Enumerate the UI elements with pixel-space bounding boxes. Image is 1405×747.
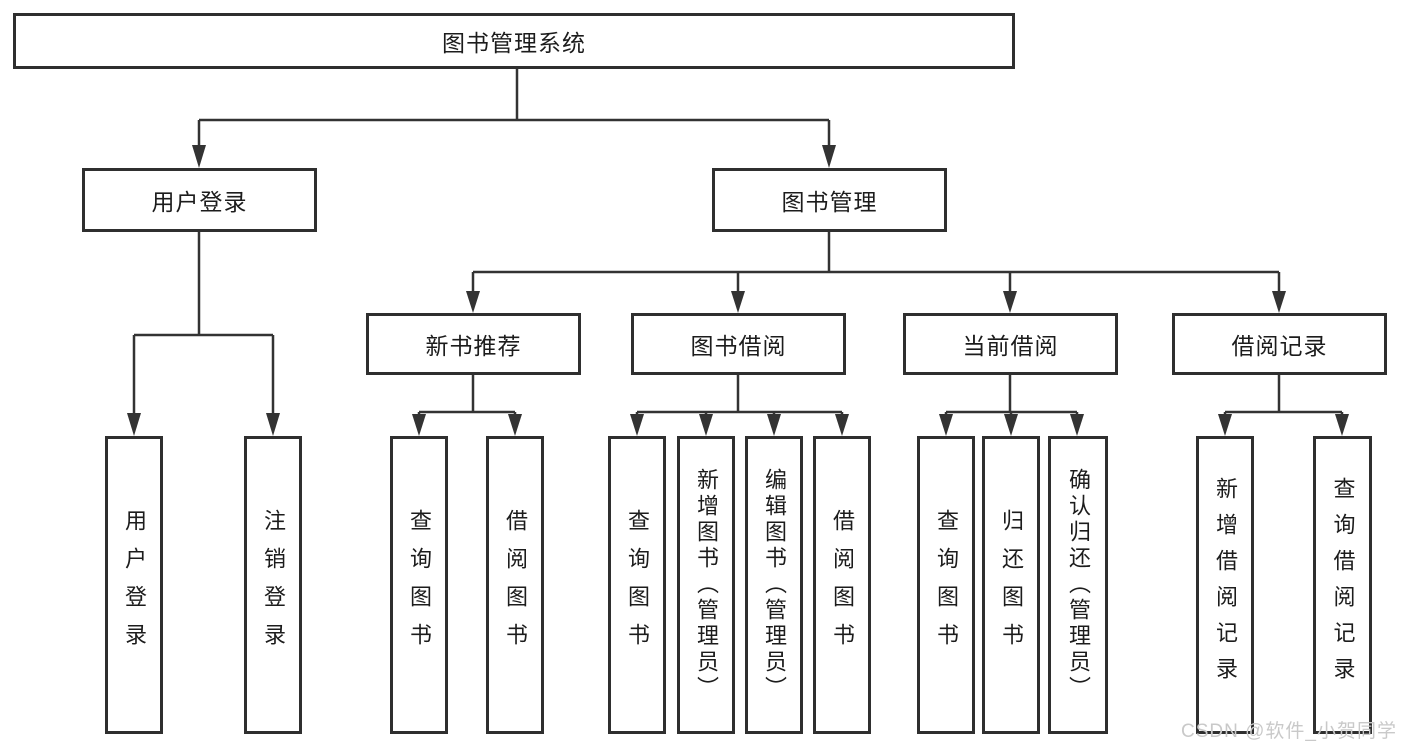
- leaf-borrow-books: 借阅图书: [813, 436, 871, 734]
- node-current-borrow: 当前借阅: [903, 313, 1118, 375]
- book-borrow-connector: [630, 375, 849, 436]
- node-borrow-record: 借阅记录: [1172, 313, 1387, 375]
- borrow-record-connector: [1218, 375, 1349, 436]
- csdn-watermark: CSDN @软件_小贺同学: [1181, 721, 1397, 742]
- leaf-add-borrow-record: 新增借阅记录: [1196, 436, 1254, 734]
- leaf-borrow-query-books: 查询图书: [608, 436, 666, 734]
- node-book-borrow: 图书借阅: [631, 313, 846, 375]
- node-root: 图书管理系统: [13, 13, 1015, 69]
- node-new-book-recommend: 新书推荐: [366, 313, 581, 375]
- leaf-edit-books-admin: 编辑图书（管理员）: [745, 436, 803, 734]
- leaf-recommend-borrow-books: 借阅图书: [486, 436, 544, 734]
- leaf-current-query-books: 查询图书: [917, 436, 975, 734]
- book-management-connector: [466, 232, 1286, 313]
- leaf-user-login: 用户登录: [105, 436, 163, 734]
- current-borrow-connector: [939, 375, 1084, 436]
- leaf-add-books-admin: 新增图书（管理员）: [677, 436, 735, 734]
- leaf-return-books: 归还图书: [982, 436, 1040, 734]
- new-book-connector: [412, 375, 522, 436]
- leaf-query-borrow-record: 查询借阅记录: [1313, 436, 1372, 734]
- node-user-login: 用户登录: [82, 168, 317, 232]
- leaf-recommend-query-books: 查询图书: [390, 436, 448, 734]
- leaf-confirm-return-admin: 确认归还（管理员）: [1048, 436, 1108, 734]
- leaf-logout: 注销登录: [244, 436, 302, 734]
- node-book-management: 图书管理: [712, 168, 947, 232]
- user-login-connector: [127, 232, 280, 436]
- root-connector: [192, 69, 836, 168]
